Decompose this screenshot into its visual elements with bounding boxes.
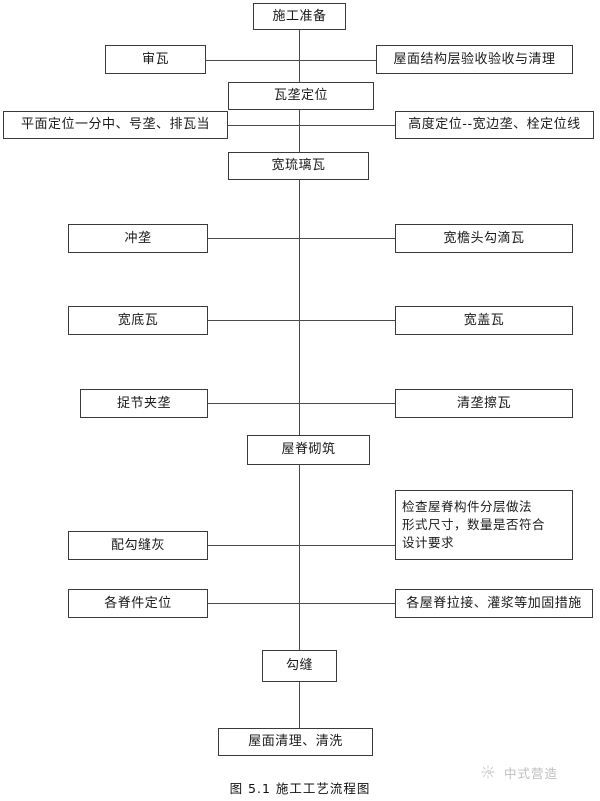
connector-horizontal-row6 xyxy=(208,238,395,239)
node-roof-structure-acceptance-cleaning[interactable]: 屋面结构层验收验收与清理 xyxy=(376,45,573,74)
node-tile-ridge-positioning[interactable]: 瓦垄定位 xyxy=(228,82,374,110)
connector-horizontal-row4 xyxy=(228,125,395,126)
connector-horizontal-row10 xyxy=(208,545,395,546)
node-mix-pointing-mortar[interactable]: 配勾缝灰 xyxy=(68,531,208,560)
node-ridge-tie-grouting-reinforcement[interactable]: 各屋脊拉接、灌浆等加固措施 xyxy=(395,589,593,618)
connector-vertical-1 xyxy=(299,30,300,60)
node-clean-ridge-wipe-tiles[interactable]: 清垄擦瓦 xyxy=(395,389,573,418)
connector-vertical-2 xyxy=(299,60,300,82)
node-construction-preparation[interactable]: 施工准备 xyxy=(253,3,346,30)
node-pointing[interactable]: 勾缝 xyxy=(262,650,337,682)
connector-vertical-5 xyxy=(299,238,300,320)
sunburst-logo-icon xyxy=(481,765,495,779)
connector-vertical-8 xyxy=(299,465,300,545)
connector-vertical-7 xyxy=(299,403,300,435)
connector-vertical-4 xyxy=(299,180,300,238)
node-joint-pointing[interactable]: 捉节夹垄 xyxy=(80,389,208,418)
node-plan-positioning[interactable]: 平面定位一分中、号垄、排瓦当 xyxy=(3,111,228,139)
connector-horizontal-row7 xyxy=(208,320,395,321)
node-flush-ridge[interactable]: 冲垄 xyxy=(68,224,208,253)
connector-vertical-10 xyxy=(299,603,300,650)
figure-caption: 图 5.1 施工工艺流程图 xyxy=(229,781,371,796)
connector-vertical-3 xyxy=(299,110,300,165)
connector-horizontal-row8 xyxy=(208,403,395,404)
watermark: 中式营造 xyxy=(478,762,558,782)
connector-vertical-11 xyxy=(299,682,300,728)
node-bottom-tiles[interactable]: 宽底瓦 xyxy=(68,306,208,335)
node-ridge-component-check[interactable]: 检查屋脊构件分层做法 形式尺寸，数量是否符合 设计要求 xyxy=(395,490,573,560)
connector-horizontal-row2 xyxy=(206,60,376,61)
node-ridge-masonry[interactable]: 屋脊砌筑 xyxy=(247,435,370,465)
node-ridge-parts-positioning[interactable]: 各脊件定位 xyxy=(68,589,208,618)
connector-vertical-9 xyxy=(299,545,300,603)
node-tile-inspection[interactable]: 审瓦 xyxy=(105,45,206,74)
node-lay-glazed-tiles[interactable]: 宽琉璃瓦 xyxy=(228,152,369,180)
node-height-positioning[interactable]: 高度定位--宽边垄、栓定位线 xyxy=(395,111,594,139)
node-cover-tiles[interactable]: 宽盖瓦 xyxy=(395,306,573,335)
watermark-label: 中式营造 xyxy=(504,765,559,781)
connector-horizontal-row11 xyxy=(208,603,395,604)
node-roof-cleaning-washing[interactable]: 屋面清理、清洗 xyxy=(218,728,373,756)
node-eave-drip-tiles[interactable]: 宽檐头勾滴瓦 xyxy=(395,224,573,253)
connector-vertical-6 xyxy=(299,320,300,403)
